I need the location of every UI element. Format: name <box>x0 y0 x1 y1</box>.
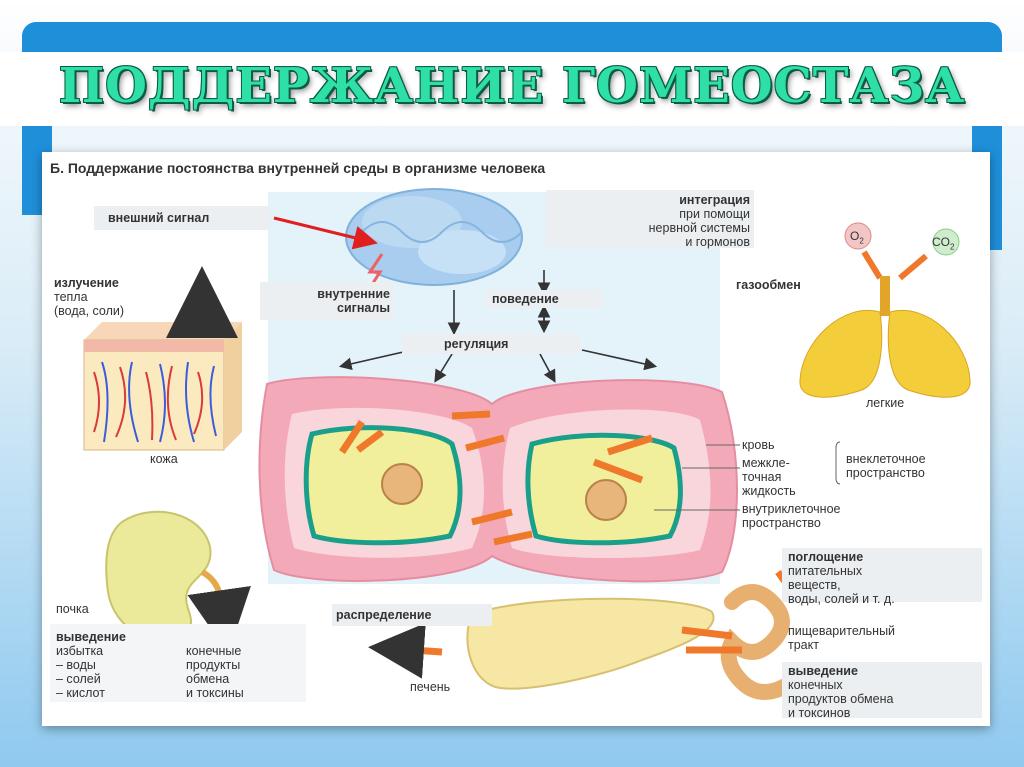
interstitial-fluid-label: межкле- точная жидкость <box>742 456 796 498</box>
regulation-box <box>402 334 580 354</box>
co2-label: CO2 <box>932 235 955 252</box>
behavior-box <box>486 290 602 308</box>
kidney-icon <box>105 510 225 641</box>
internal-signals-label: внутренние сигналы <box>317 287 390 315</box>
end-products-text: конечные продукты обмена и токсины <box>186 644 244 700</box>
arrow-regulation-down-right <box>539 353 556 383</box>
cells-diagram <box>258 376 738 583</box>
liver-icon <box>466 597 715 690</box>
excretion-right-title: выведение <box>788 664 858 678</box>
co2-arrow <box>898 253 928 281</box>
nucleus-left <box>381 463 423 505</box>
co2-molecule-icon <box>932 228 960 256</box>
liver-label: печень <box>410 680 451 694</box>
exchange-arrows <box>339 410 654 546</box>
nucleus-right <box>585 479 627 521</box>
o2-label: O2 <box>850 229 864 246</box>
slide-title: ПОДДЕРЖАНИЕ ГОМЕОСТАЗА <box>58 58 966 114</box>
excretion-right-box <box>782 662 982 718</box>
arrow-regulation-left <box>338 349 413 371</box>
panel-title: Б. Поддержание постоянства внутренней ср… <box>50 160 546 176</box>
external-signal-arrow <box>273 216 378 250</box>
external-signal-box <box>94 206 270 230</box>
skin-block-icon <box>83 322 242 451</box>
integration-text: при помощи нервной системы и гормонов <box>648 207 750 249</box>
regulation-label: регуляция <box>444 337 509 351</box>
top-blue-band <box>22 22 1002 56</box>
label-pointers <box>654 441 841 511</box>
o2-molecule-icon <box>844 222 872 250</box>
integration-box <box>546 190 754 248</box>
external-signal-label: внешний сигнал <box>108 211 210 225</box>
radiation-text: тепла (вода, соли) <box>54 290 125 318</box>
blood-label: кровь <box>742 438 775 452</box>
lungs-label: легкие <box>866 396 905 410</box>
excretion-left-text: избытка – воды – солей – кислот <box>56 644 105 700</box>
lungs-icon <box>799 276 971 398</box>
behavior-label: поведение <box>492 292 559 306</box>
excretion-left-title: выведение <box>56 630 126 644</box>
digestive-tract-label: пищеварительный тракт <box>788 624 896 652</box>
kidney-label: почка <box>56 602 89 616</box>
arrow-regulation-down-left <box>434 353 453 383</box>
title-bar <box>0 52 1024 126</box>
distribution-label: распределение <box>336 608 432 622</box>
integration-title: интеграция <box>679 193 750 207</box>
excretion-right-text: конечных продуктов обмена и токсинов <box>788 678 894 720</box>
o2-arrow <box>861 250 883 280</box>
diagram-panel: Б. Поддержание постоянства внутренней ср… <box>42 152 990 726</box>
internal-signals-box <box>260 282 394 320</box>
absorption-text: питательных веществ, воды, солей и т. д. <box>788 564 895 606</box>
extracellular-space-label: внеклеточное пространство <box>846 452 926 480</box>
gas-exchange-label: газообмен <box>736 278 801 292</box>
skin-label: кожа <box>150 452 178 466</box>
diagram-graphics <box>83 188 971 714</box>
kidney-excretion-box <box>50 624 306 702</box>
distribution-box <box>332 604 492 626</box>
distribution-arrow <box>368 622 443 679</box>
absorption-title: поглощение <box>788 550 864 564</box>
intracellular-space-label: внутриклеточное пространство <box>742 502 841 530</box>
arrow-regulation-right <box>581 349 658 371</box>
radiation-title: излучение <box>54 276 119 290</box>
absorption-box <box>782 548 982 602</box>
